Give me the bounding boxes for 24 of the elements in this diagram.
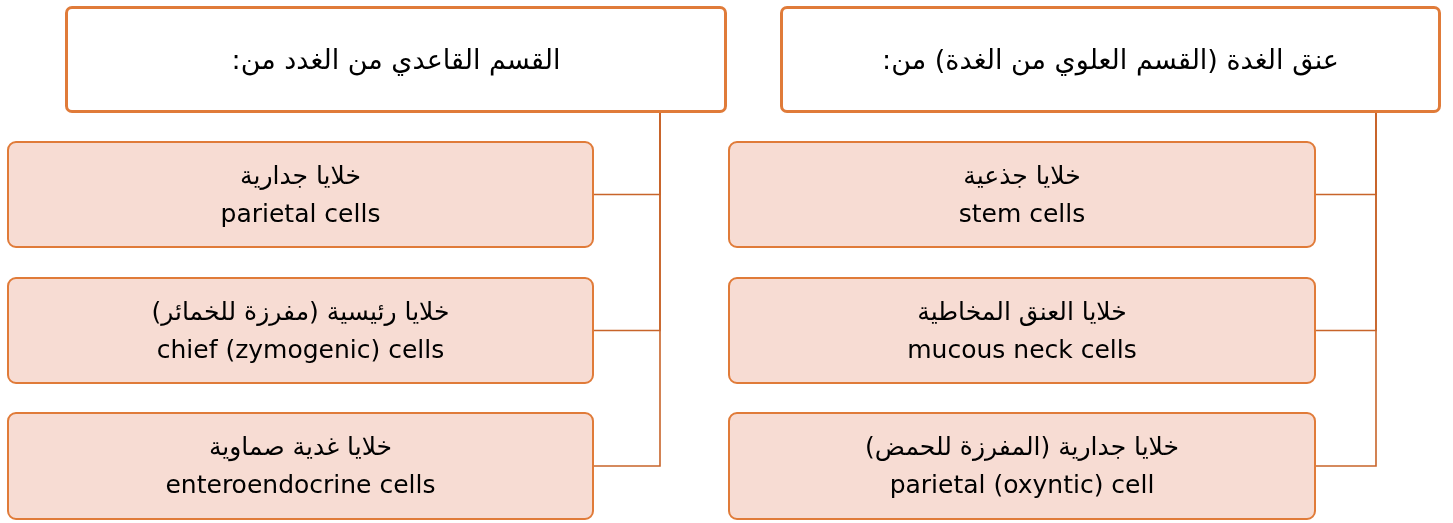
english-label: stem cells — [958, 197, 1086, 230]
connector-line — [593, 112, 661, 467]
arabic-label: خلايا العنق المخاطية — [917, 295, 1127, 328]
english-label: enteroendocrine cells — [165, 469, 436, 501]
english-label: mucous neck cells — [907, 333, 1137, 366]
arabic-label: خلايا جدارية (المفرزة للحمض) — [865, 431, 1179, 463]
heading-box — [780, 6, 1441, 113]
arabic-label: خلايا غدية صماوية — [208, 431, 393, 464]
connector-line — [1315, 112, 1377, 467]
english-label: parietal cells — [220, 197, 381, 230]
arabic-label: خلايا جدارية — [240, 159, 361, 192]
arabic-label: خلايا رئيسية (مفرزة للخمائر) — [151, 295, 450, 328]
arabic-label: خلايا جذعية — [963, 159, 1081, 192]
cell-box — [7, 141, 594, 248]
cell-box — [728, 412, 1316, 520]
heading-text: عنق الغدة (القسم العلوي من الغدة) من: — [882, 44, 1339, 75]
cell-box — [728, 141, 1316, 248]
heading-box — [65, 6, 727, 113]
cell-box — [7, 277, 594, 384]
cell-box — [728, 277, 1316, 384]
heading-text: القسم القاعدي من الغدد من: — [231, 44, 561, 75]
english-label: parietal (oxyntic) cell — [889, 469, 1155, 501]
cell-box — [7, 412, 594, 520]
english-label: chief (zymogenic) cells — [156, 333, 445, 366]
